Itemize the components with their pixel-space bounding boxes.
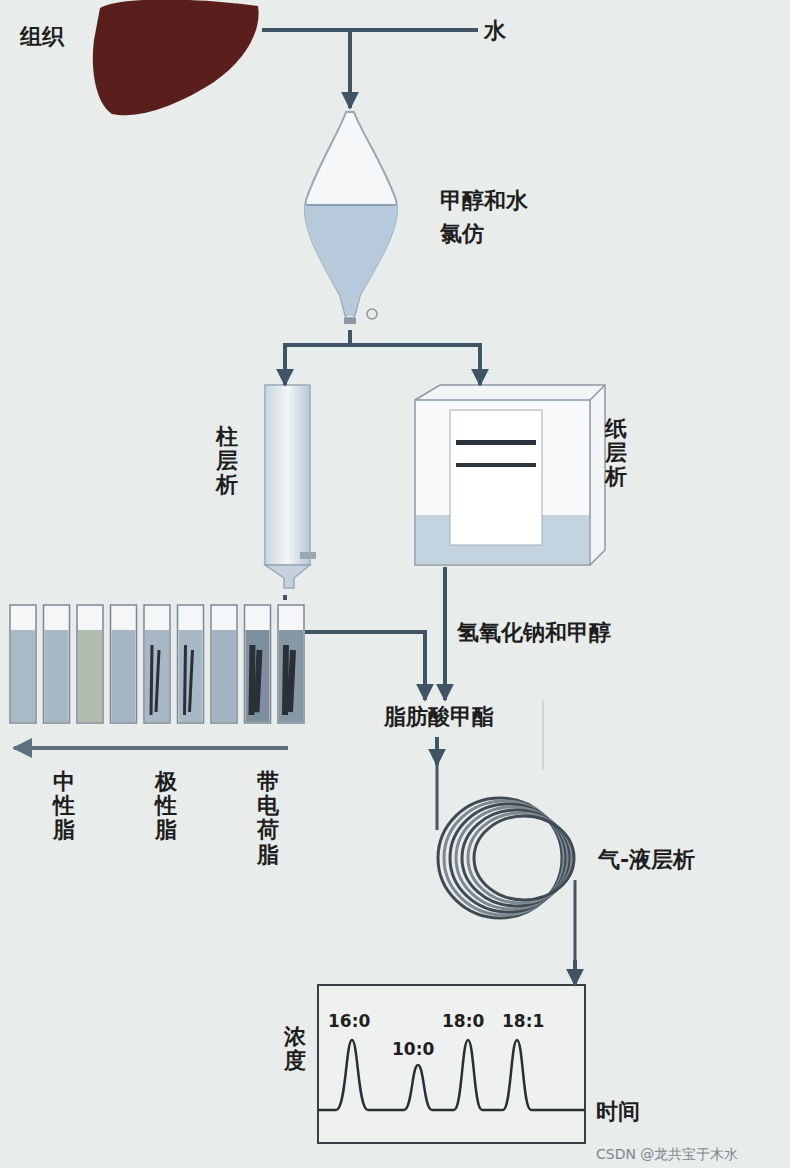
node-label: 气-液层析 [598,843,695,876]
vertical-label: 浓度 [284,1025,306,1073]
flow-arrow [573,960,577,985]
peak-label: 18:0 [442,1009,484,1035]
flow-arrow [305,632,425,700]
tank-back [415,385,605,565]
water-line [350,28,478,32]
chart-rule [543,700,544,770]
column-chromatography: 柱层析 [210,385,315,595]
tank-front [415,400,590,565]
test-tube-fractions: 中性脂 极性脂 带电荷脂 [5,600,305,905]
paper-chromatography: 纸层析 [415,385,637,567]
vertical-label: 中性脂 [53,770,75,843]
node-label: 组织 [20,20,64,53]
chromatography-paper [450,410,542,545]
flow-arrow [435,737,439,765]
band [456,440,536,445]
separatory-funnel [305,112,397,318]
water-label: 水 [484,16,506,46]
tissue-sample: 组织 [15,0,262,120]
watermark: CSDN @龙共宝于木水 [596,1146,738,1164]
flow-arrow [262,30,350,108]
gc-coil [437,765,575,960]
vertical-label: 极性脂 [155,770,177,843]
liver-tissue [93,0,259,115]
vertical-label: 带电荷脂 [257,770,279,867]
chromatogram [318,1040,585,1110]
peak-label: 10:0 [392,1037,434,1063]
funnel-divider [306,204,396,206]
stopcock [344,318,356,324]
reagent-label: 氢氧化钠和甲醇 [455,618,613,648]
peak-label: 16:0 [328,1009,370,1035]
separatory-funnel: 甲醇和水 氯仿 [300,108,545,330]
chart-frame [318,985,585,1143]
chromatography-column [265,385,310,565]
flow-arrow [283,595,287,600]
band [456,463,536,467]
stopcock-knob [367,309,377,319]
flow-arrow [285,330,350,385]
flow-arrow [443,567,447,700]
node-label: 脂肪酸甲酯 [384,700,494,733]
column-valve [300,552,316,559]
node-label: 时间 [596,1095,640,1128]
polarity-arrow [14,746,288,750]
vertical-label: 纸层析 [605,417,627,490]
vertical-label: 柱层析 [216,425,238,498]
column-tip [265,565,310,588]
gas-liquid-chromatograph: 气-液层析 [425,765,725,960]
node-label: 甲醇和水 氯仿 [440,184,536,250]
fatty-acid-methyl-ester: 脂肪酸甲酯 [380,700,535,737]
flow-arrow [350,330,480,385]
tank-edge [590,385,605,400]
test-tubes [10,605,304,723]
peak-label: 18:1 [502,1009,544,1035]
chromatogram-chart: 浓度时间 16:0 10:0 18:0 18:1 [278,985,644,1145]
funnel-liquid [305,205,398,316]
